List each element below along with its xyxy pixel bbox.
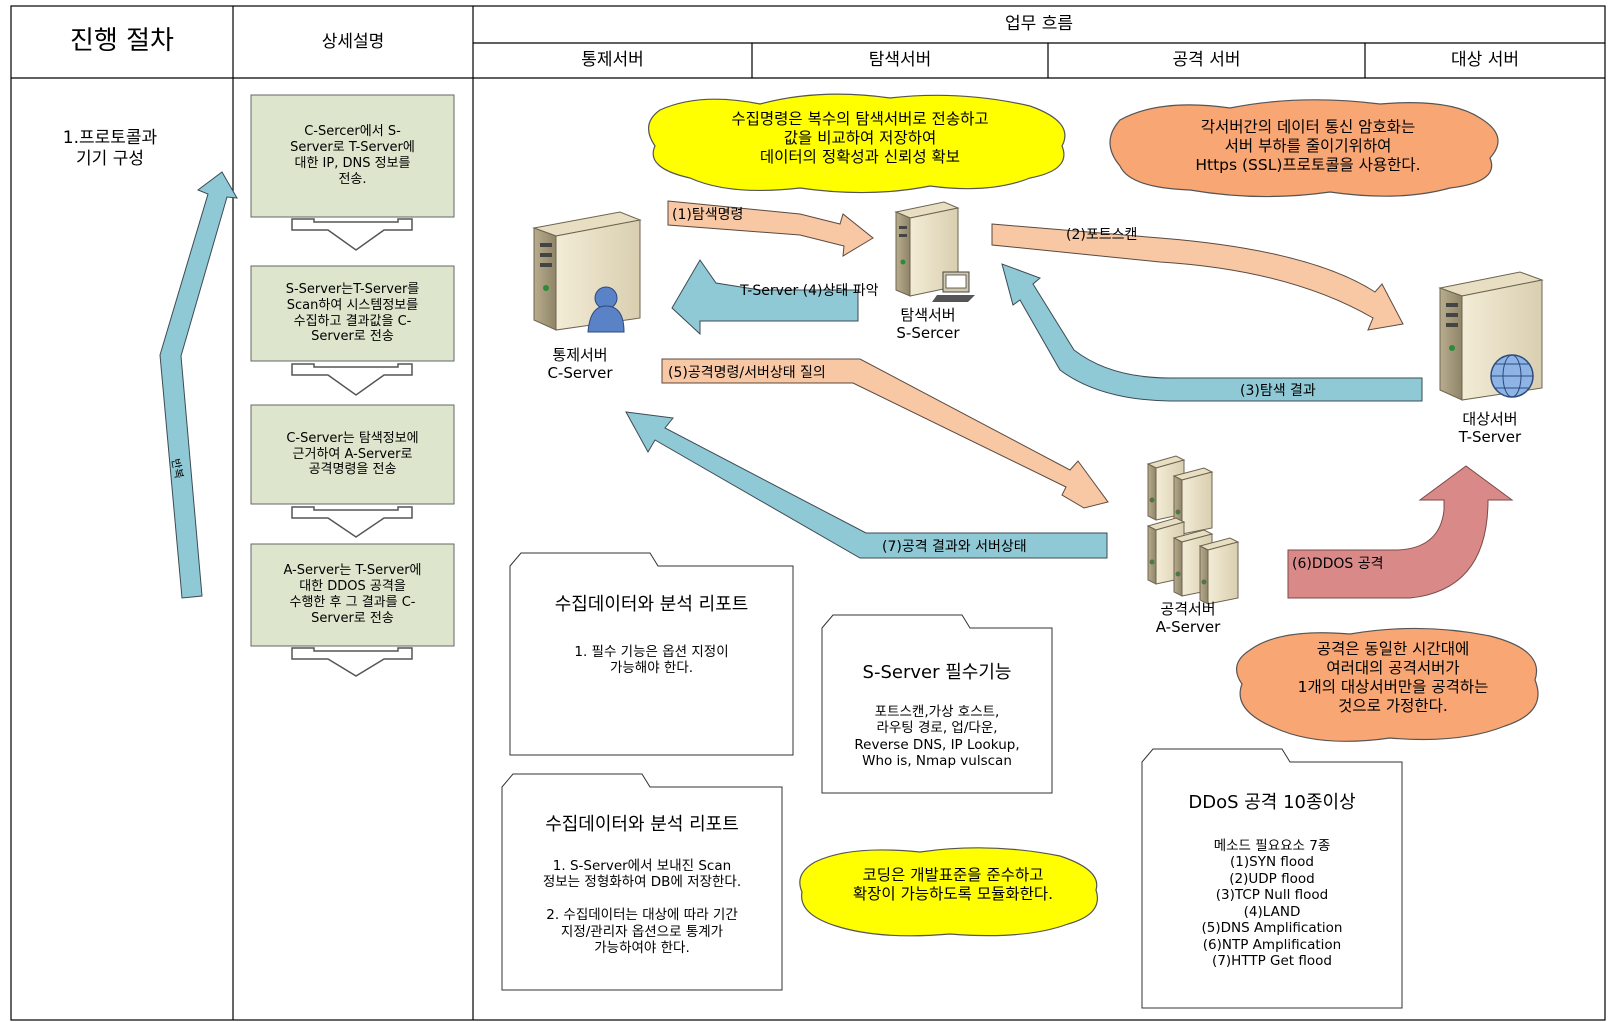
note-ddos-body: 메소드 필요요소 7종 (1)SYN flood (2)UDP flood (3… (1201, 838, 1343, 970)
step-box-3 (250, 404, 455, 505)
header-target-server: 대상 서버 (1451, 50, 1519, 71)
note-ddos (1141, 748, 1403, 1009)
step-text-1: C-Sercer에서 S- Server로 T-Server에 대한 IP, D… (290, 124, 415, 187)
callout-orange-bottom (1235, 627, 1539, 742)
arrow-3-scan-result (1001, 263, 1423, 402)
note-report-1-body: 1. 필수 기능은 옵션 지정이 가능해야 한다. (574, 644, 729, 677)
arrow-2-label: (2)포트스캔 (1066, 227, 1138, 243)
arrow-6-label: (6)DDOS 공격 (1292, 556, 1384, 572)
arrow-3-label: (3)탐색 결과 (1240, 383, 1316, 399)
procedure-step-label: 1.프로토콜과 기기 구성 (62, 128, 158, 169)
control-server-label: 통제서버 C-Server (547, 346, 613, 383)
arrow-5-attack-command (661, 358, 1109, 509)
target-server-icon (1438, 271, 1544, 401)
callout-yellow-bottom-text: 코딩은 개발표준을 준수하고 확장이 가능하도록 모듈화한다. (852, 866, 1054, 903)
header-procedure: 진행 절차 (70, 26, 174, 57)
table-grid (10, 5, 1606, 1021)
note-sserver-body: 포트스캔,가상 호스트, 라우팅 경로, 업/다운, Reverse DNS, … (854, 704, 1020, 770)
header-flow: 업무 흐름 (1005, 14, 1073, 35)
arrow-7-label: (7)공격 결과와 서버상태 (882, 539, 1027, 555)
step-text-4: A-Server는 T-Server에 대한 DDOS 공격을 수행한 후 그 … (283, 563, 422, 626)
target-server-label: 대상서버 T-Server (1458, 410, 1522, 447)
callout-orange-bottom-text: 공격은 동일한 시간대에 여러대의 공격서버가 1개의 대상서버만을 공격하는 … (1297, 640, 1489, 715)
step-text-2: S-Server는T-Server를 Scan하여 시스템정보를 수집하고 결과… (285, 281, 420, 345)
down-chevron-2 (291, 363, 413, 396)
note-ddos-title: DDoS 공격 10종이상 (1188, 792, 1356, 813)
note-report-2 (501, 773, 783, 991)
arrow-4-status-check (671, 259, 859, 336)
header-detail: 상세설명 (321, 31, 385, 52)
note-report-1 (509, 552, 794, 756)
callout-orange-top-text: 각서버간의 데이터 통신 암호화는 서버 부하를 줄이기위하여 Https (S… (1195, 118, 1421, 174)
note-sserver (821, 614, 1053, 794)
arrow-2-port-scan (991, 223, 1404, 331)
header-attack-server: 공격 서버 (1172, 50, 1241, 71)
callout-orange-top (1109, 99, 1499, 198)
callout-yellow-top (648, 93, 1066, 194)
step-box-1 (250, 94, 455, 218)
arrow-5-label: (5)공격명령/서버상태 질의 (668, 365, 826, 381)
arrow-4-label: T-Server (4)상태 파악 (740, 283, 879, 299)
down-chevron-1 (291, 218, 413, 251)
arrow-1-search-command (667, 200, 874, 257)
note-report-1-title: 수집데이터와 분석 리포트 (554, 594, 749, 615)
down-chevron-3 (291, 506, 413, 538)
control-server-icon (532, 211, 642, 333)
step-text-3: C-Server는 탐색정보에 근거하여 A-Server로 공격명령을 전송 (286, 430, 419, 478)
callout-yellow-bottom (799, 847, 1098, 937)
arrow-6-ddos-attack (1287, 465, 1514, 599)
header-control-server: 통제서버 (581, 50, 644, 71)
search-server-icon (894, 201, 975, 302)
step-box-4 (250, 543, 455, 647)
callout-yellow-top-text: 수집명령은 복수의 탐색서버로 전송하고 값을 비교하여 저장하여 데이터의 정… (731, 110, 989, 166)
arrow-7-attack-result (625, 411, 1108, 559)
arrow-1-label: (1)탐색명령 (672, 207, 744, 223)
note-report-2-body: 1. S-Server에서 보내진 Scan 정보는 정형화하여 DB에 저장한… (542, 858, 742, 957)
search-server-label: 탐색서버 S-Sercer (896, 306, 960, 343)
down-chevron-4 (291, 647, 413, 677)
attack-server-icon (1146, 455, 1240, 605)
attack-server-label: 공격서버 A-Server (1155, 600, 1221, 637)
note-sserver-title: S-Server 필수기능 (862, 662, 1012, 683)
note-report-2-title: 수집데이터와 분석 리포트 (545, 814, 739, 835)
step-box-2 (250, 265, 455, 362)
header-search-server: 탐색서버 (868, 50, 932, 71)
repeat-arrow (159, 171, 238, 599)
